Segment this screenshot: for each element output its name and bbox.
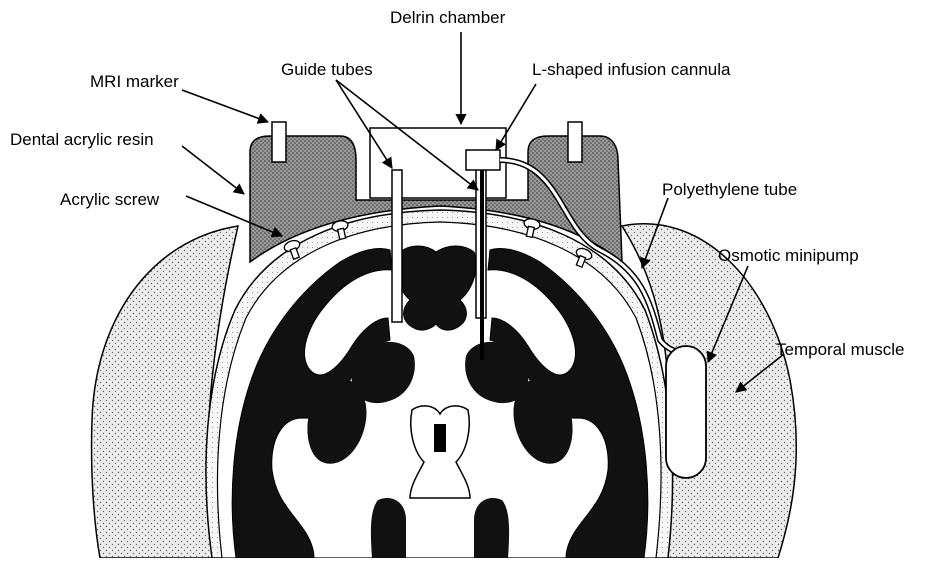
cannula-head bbox=[466, 150, 500, 170]
cannula-shaft bbox=[480, 170, 484, 360]
mri-marker-right bbox=[568, 122, 582, 162]
guide-tube-left bbox=[392, 170, 402, 322]
label-mri-marker: MRI marker bbox=[90, 72, 179, 92]
label-temporal-muscle: Temporal muscle bbox=[776, 340, 905, 360]
label-polyethylene-tube: Polyethylene tube bbox=[662, 180, 797, 200]
label-guide-tubes: Guide tubes bbox=[281, 60, 373, 80]
arrow-mri-marker bbox=[182, 90, 268, 122]
arrow-dental-acrylic bbox=[182, 146, 244, 194]
label-acrylic-screw: Acrylic screw bbox=[60, 190, 159, 210]
label-delrin-chamber: Delrin chamber bbox=[390, 8, 505, 28]
label-dental-acrylic-resin: Dental acrylic resin bbox=[10, 130, 154, 150]
label-osmotic-minipump: Osmotic minipump bbox=[718, 246, 859, 266]
label-l-shaped-cannula: L-shaped infusion cannula bbox=[532, 60, 730, 80]
mri-marker-left bbox=[272, 122, 286, 162]
arrow-cannula bbox=[496, 84, 536, 150]
osmotic-minipump bbox=[666, 346, 706, 478]
